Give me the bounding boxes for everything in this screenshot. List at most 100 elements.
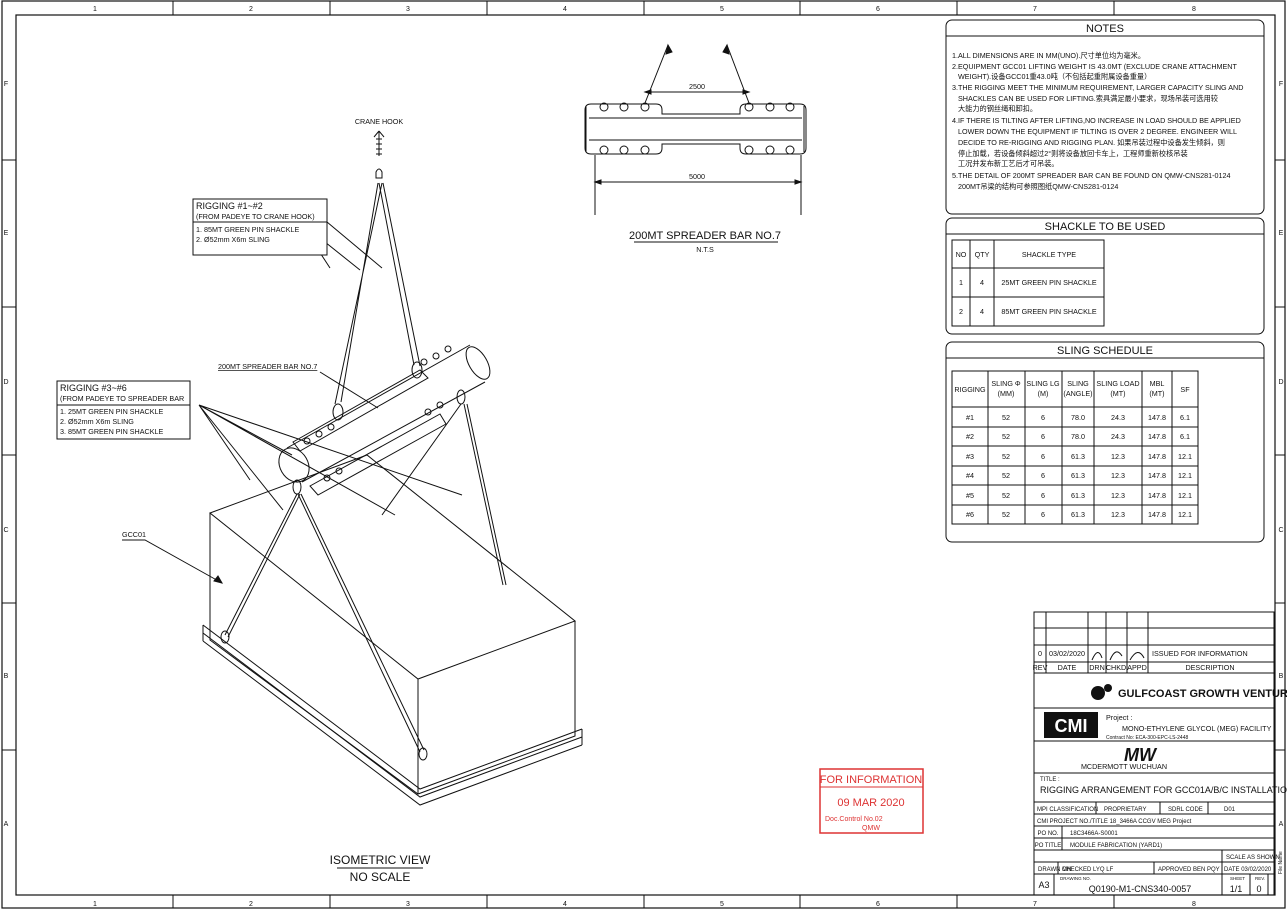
sling-row-5-rigging: #5 [966, 491, 974, 500]
sling-header-angle-unit: (ANGLE) [1063, 389, 1092, 398]
project-label: Project : [1106, 713, 1132, 722]
contractor-name: MCDERMOTT WUCHUAN [1081, 762, 1167, 771]
rev-col-rev: REV [1033, 663, 1048, 672]
for-information-stamp: FOR INFORMATION 09 MAR 2020 Doc.Control … [819, 768, 924, 834]
sling-header-load: SLING LOAD [1096, 379, 1139, 388]
sling-row-2-dia: 52 [1002, 432, 1010, 441]
drawing-title: RIGGING ARRANGEMENT FOR GCC01A/B/C INSTA… [1040, 785, 1287, 795]
note-line-8: LOWER DOWN THE EQUIPMENT IF TILTING IS O… [952, 127, 1237, 136]
rev-number-big: 0 [1256, 884, 1261, 894]
rev-col-drn: DRN [1089, 663, 1105, 672]
notes-list: 1.ALL DIMENSIONS ARE IN MM(UNO).尺寸单位均为毫米… [952, 51, 1243, 191]
rev-date: 03/02/2020 [1049, 649, 1085, 658]
zone-col-4-bottom: 4 [563, 901, 567, 908]
iso-view-title: ISOMETRIC VIEW [330, 853, 431, 867]
shackle-row-1-type: 25MT GREEN PIN SHACKLE [1001, 278, 1097, 287]
zone-col-4: 4 [563, 6, 567, 13]
rev-col-appd: APPD [1127, 663, 1147, 672]
rev-col-chkd: CHKD [1106, 663, 1126, 672]
sheet-size: A3 [1038, 880, 1049, 890]
zone-col-3: 3 [406, 6, 410, 13]
sling-row-6-mbl: 147.8 [1148, 510, 1166, 519]
proprietary: PROPRIETARY [1104, 807, 1146, 813]
note-line-4: 3.THE RIGGING MEET THE MINIMUM REQUIREME… [952, 83, 1243, 92]
cmi-logo-text: CMI [1055, 716, 1088, 736]
sling-row-6-sf: 12.1 [1178, 510, 1192, 519]
sling-row-3-mbl: 147.8 [1148, 452, 1166, 461]
sling-row-1-load: 24.3 [1111, 413, 1125, 422]
zone-col-5: 5 [720, 6, 724, 13]
sling-row-3-dia: 52 [1002, 452, 1010, 461]
stamp-title: FOR INFORMATION [820, 774, 923, 786]
sdrl-code-label: SDRL CODE [1168, 807, 1203, 813]
zone-col-7: 7 [1033, 6, 1037, 13]
sling-row-1-sf: 6.1 [1180, 413, 1190, 422]
zone-col-2: 2 [249, 6, 253, 13]
client-name: GULFCOAST GROWTH VENTURES [1118, 688, 1287, 700]
sdrl-code: D01 [1224, 807, 1236, 813]
rigging12-item-2: 2. Ø52mm X6m SLING [196, 235, 270, 244]
mpi-classification: MPI CLASSIFICATION [1037, 807, 1098, 813]
rigging12-item-1: 1. 85MT GREEN PIN SHACKLE [196, 225, 300, 234]
po-title: MODULE FABRICATION (YARD1) [1070, 843, 1162, 849]
zone-col-5-bottom: 5 [720, 901, 724, 908]
sling-header-dia-unit: (MM) [998, 389, 1015, 398]
stamp-doc: Doc.Control No.02 [825, 816, 883, 823]
zone-col-8: 8 [1192, 6, 1196, 13]
notes-heading: NOTES [1086, 23, 1124, 35]
rigging36-item-2: 2. Ø52mm X6m SLING [60, 417, 134, 426]
zone-row-c-right: C [1278, 527, 1283, 534]
sling-row-2-sf: 6.1 [1180, 432, 1190, 441]
cmi-logo [1044, 712, 1098, 738]
shackle-grid [951, 239, 1105, 327]
spreader-detail-scale: N.T.S [696, 245, 714, 254]
zone-row-f-right: F [1279, 81, 1283, 88]
sling-header-length-unit: (M) [1038, 389, 1049, 398]
note-line-13: 200MT吊梁的结构可参照图纸QMW-CNS281-0124 [952, 182, 1118, 191]
zone-row-b: B [4, 673, 9, 680]
contract-no: Contract No: ECA-300-EPC-LS-2448 [1106, 735, 1188, 741]
notes-panel: NOTES 1.ALL DIMENSIONS ARE IN MM(UNO).尺寸… [945, 19, 1265, 215]
sling-row-6-rigging: #6 [966, 510, 974, 519]
shackle-row-1-qty: 4 [980, 278, 984, 287]
sling-row-3-length: 6 [1041, 452, 1045, 461]
sling-header-sf: SF [1180, 385, 1190, 394]
sling-row-5-mbl: 147.8 [1148, 491, 1166, 500]
sling-row-3-angle: 61.3 [1071, 452, 1085, 461]
sling-row-1-dia: 52 [1002, 413, 1010, 422]
sheet-number: 1/1 [1230, 884, 1243, 894]
zone-col-6: 6 [876, 6, 880, 13]
file-name-label: File Name [1278, 851, 1284, 874]
sling-row-4-load: 12.3 [1111, 471, 1125, 480]
sling-3-6 [224, 403, 507, 753]
zone-row-d: D [3, 379, 8, 386]
zone-row-e: E [4, 230, 9, 237]
gcc01-equipment-box [202, 454, 583, 806]
cmi-block: CMI Project : MONO-ETHYLENE GLYCOL (MEG)… [1044, 712, 1272, 741]
sling-1-2 [334, 182, 421, 405]
sling-row-4-dia: 52 [1002, 471, 1010, 480]
sling-row-5-angle: 61.3 [1071, 491, 1085, 500]
zone-row-c: C [3, 527, 8, 534]
sling-row-3-load: 12.3 [1111, 452, 1125, 461]
sling-header-angle: SLING [1067, 379, 1089, 388]
gcc01-label: GCC01 [122, 530, 146, 539]
cmi-project: CMI PROJECT NO./TITLE 18_3466A CCGV MEG … [1037, 819, 1192, 825]
sling-row-1-rigging: #1 [966, 413, 974, 422]
project-name: MONO-ETHYLENE GLYCOL (MEG) FACILITY [1122, 724, 1272, 733]
gcc01-arrow-icon [213, 575, 224, 584]
shackle-row-2-qty: 4 [980, 307, 984, 316]
note-line-7: 4.IF THERE IS TILTING AFTER LIFTING,NO I… [952, 116, 1241, 125]
sling-header-dia: SLING Φ [991, 379, 1021, 388]
shackle-row-2-type: 85MT GREEN PIN SHACKLE [1001, 307, 1097, 316]
sling-row-1-length: 6 [1041, 413, 1045, 422]
sling-row-2-load: 24.3 [1111, 432, 1125, 441]
rigging36-item-1: 1. 25MT GREEN PIN SHACKLE [60, 407, 164, 416]
rigging36-item-3: 3. 85MT GREEN PIN SHACKLE [60, 427, 164, 436]
title-block: 0 03/02/2020 ISSUED FOR INFORMATION REV … [1033, 611, 1287, 896]
sling-row-3-sf: 12.1 [1178, 452, 1192, 461]
note-line-3: WEIGHT).设备GCC01重43.0吨（不包括起重附属设备重量） [952, 72, 1151, 81]
zone-col-1: 1 [93, 6, 97, 13]
